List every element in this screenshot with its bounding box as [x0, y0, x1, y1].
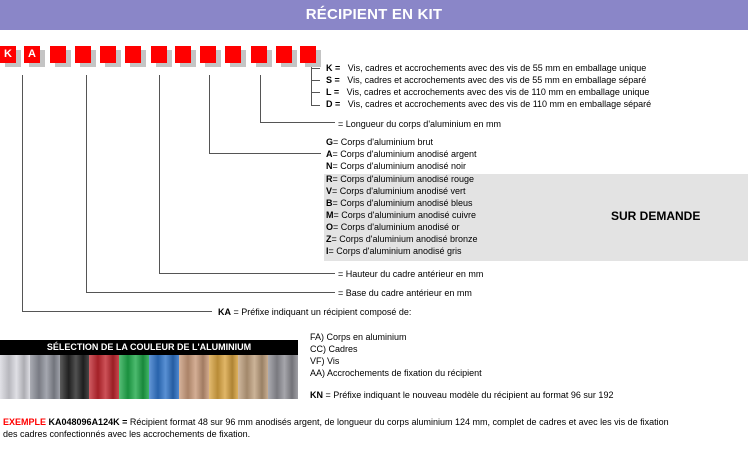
- mounting-option-s: S = Vis, cadres et accrochements avec de…: [326, 75, 647, 85]
- finish-g: G= Corps d'aluminium brut: [326, 137, 434, 147]
- finish-m: M= Corps d'aluminium anodisé cuivre: [326, 210, 477, 220]
- code-box: [300, 46, 316, 63]
- height-note: = Hauteur du cadre antérieur en mm: [338, 269, 484, 279]
- on-demand-panel: [324, 174, 748, 261]
- component-fa: FA) Corps en aluminium: [310, 332, 407, 342]
- prefix-ka-note: KA = Préfixe indiquant un récipient comp…: [218, 307, 412, 317]
- finish-o: O= Corps d'aluminium anodisé or: [326, 222, 460, 232]
- mounting-option-k: K = Vis, cadres et accrochements avec de…: [326, 63, 647, 73]
- mounting-option-d: D = Vis, cadres et accrochements avec de…: [326, 99, 652, 109]
- finish-v: V= Corps d'aluminium anodisé vert: [326, 186, 466, 196]
- code-box: [75, 46, 91, 63]
- swatch-black: [59, 355, 90, 399]
- code-box: [100, 46, 116, 63]
- prefix-kn-note: KN = Préfixe indiquant le nouveau modèle…: [310, 390, 614, 400]
- swatch-grey: [268, 355, 298, 399]
- example-line-2: des cadres confectionnés avec les accroc…: [3, 429, 251, 439]
- code-box: [151, 46, 167, 63]
- base-note: = Base du cadre antérieur en mm: [338, 288, 472, 298]
- finish-n: N= Corps d'aluminium anodisé noir: [326, 161, 467, 171]
- swatch-title: SÉLECTION DE LA COULEUR DE L'ALUMINIUM: [0, 340, 298, 355]
- swatch-natural: [0, 355, 30, 399]
- finish-i: I= Corps d'aluminium anodisé gris: [326, 246, 462, 256]
- component-cc: CC) Cadres: [310, 344, 358, 354]
- swatch-red: [89, 355, 120, 399]
- color-swatches: [0, 355, 298, 399]
- code-box: [175, 46, 191, 63]
- mounting-option-l: L = Vis, cadres et accrochements avec de…: [326, 87, 650, 97]
- code-box: [200, 46, 216, 63]
- code-box-k: K: [0, 46, 16, 63]
- swatch-blue: [148, 355, 179, 399]
- code-box-a: A: [24, 46, 40, 63]
- swatch-gold: [208, 355, 239, 399]
- finish-z: Z= Corps d'aluminium anodisé bronze: [326, 234, 478, 244]
- code-box: [50, 46, 66, 63]
- on-demand-label: SUR DEMANDE: [611, 209, 701, 223]
- finish-r: R= Corps d'aluminium anodisé rouge: [326, 174, 475, 184]
- finish-b: B= Corps d'aluminium anodisé bleus: [326, 198, 473, 208]
- component-vf: VF) Vis: [310, 356, 340, 366]
- code-box: [225, 46, 241, 63]
- swatch-green: [119, 355, 149, 399]
- code-box: [251, 46, 267, 63]
- example-line-1: EXEMPLE KA048096A124K = Récipient format…: [3, 417, 669, 427]
- page-title: RÉCIPIENT EN KIT: [0, 0, 748, 30]
- code-box: [276, 46, 292, 63]
- finish-a: A= Corps d'aluminium anodisé argent: [326, 149, 477, 159]
- swatch-copper: [178, 355, 209, 399]
- swatch-silver: [29, 355, 60, 399]
- component-aa: AA) Accrochements de fixation du récipie…: [310, 368, 482, 378]
- swatch-bronze: [238, 355, 269, 399]
- code-box: [125, 46, 141, 63]
- length-note: = Longueur du corps d'aluminium en mm: [338, 119, 502, 129]
